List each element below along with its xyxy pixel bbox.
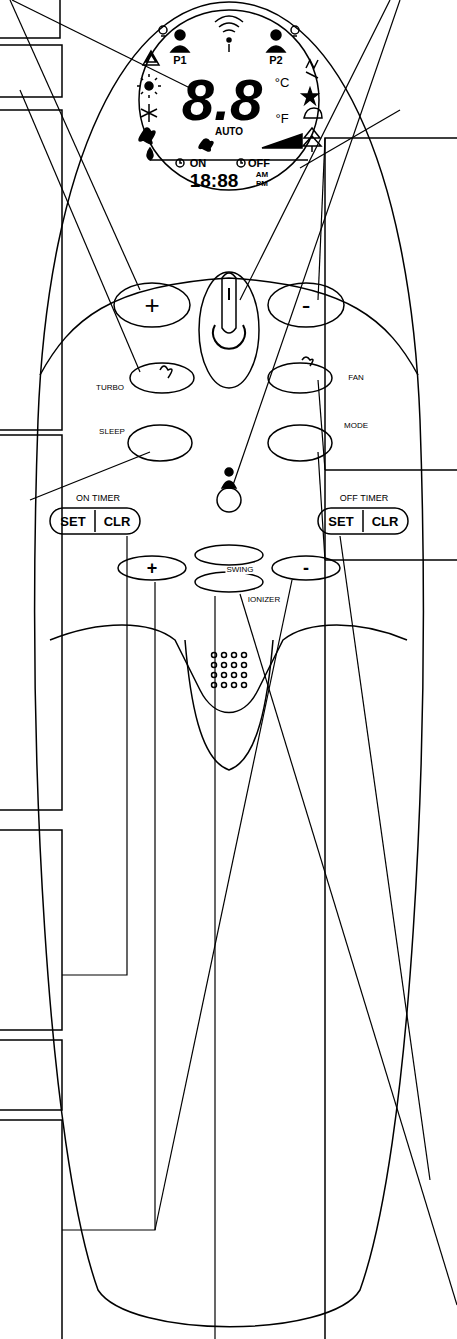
- speaker-hole: [222, 663, 227, 668]
- lcd-indicator: P1: [173, 55, 186, 66]
- button-label: SET: [60, 515, 85, 528]
- buttons: [50, 272, 408, 592]
- lcd-unit: °C: [275, 76, 290, 89]
- button-label: +: [144, 292, 159, 318]
- button-label: SLEEP: [98, 428, 126, 436]
- button-label: +: [147, 559, 158, 577]
- speaker-hole: [242, 653, 247, 658]
- speaker-hole: [212, 653, 217, 658]
- lcd-indicator: OFF: [248, 158, 270, 169]
- speaker-hole: [222, 673, 227, 678]
- button-label: CLR: [104, 515, 131, 528]
- speaker-hole: [212, 673, 217, 678]
- lcd-indicator: AUTO: [215, 127, 243, 137]
- lcd-screen: [139, 10, 319, 190]
- button-label: TURBO: [95, 384, 125, 392]
- button-label: SWING: [225, 566, 254, 574]
- speaker-hole: [232, 673, 237, 678]
- remote-body: [35, 2, 423, 1327]
- button-label: -: [303, 559, 309, 577]
- speaker-hole: [242, 673, 247, 678]
- speaker-hole: [242, 683, 247, 688]
- speaker-hole: [212, 663, 217, 668]
- speaker-hole: [232, 653, 237, 658]
- lcd-clock: 18:88: [190, 171, 239, 190]
- button-label: SET: [328, 515, 353, 528]
- speaker-hole: [222, 683, 227, 688]
- cover-edge: [50, 625, 407, 713]
- lcd-indicator: P2: [269, 55, 282, 66]
- button-label: FAN: [347, 374, 365, 382]
- lcd-indicator: AM: [256, 171, 268, 179]
- speaker-hole: [212, 683, 217, 688]
- button-label: MODE: [343, 422, 369, 430]
- speaker-holes: [212, 653, 247, 688]
- top-cap-edge: [40, 278, 418, 375]
- lcd-indicator: PM: [256, 180, 268, 188]
- lcd-unit: °F: [275, 112, 288, 125]
- button-label: -: [302, 292, 311, 318]
- speaker-hole: [232, 663, 237, 668]
- leader-lines: [10, 0, 457, 1339]
- speaker-hole: [232, 683, 237, 688]
- button-label: IONIZER: [247, 596, 281, 604]
- button-label: ON TIMER: [75, 494, 121, 503]
- speaker-hole: [222, 653, 227, 658]
- lcd-digits: 8.8: [182, 71, 263, 129]
- button-label: OFF TIMER: [339, 494, 389, 503]
- lcd-icons: [137, 16, 322, 167]
- button-label: CLR: [372, 515, 399, 528]
- lcd-indicator: ON: [190, 158, 207, 169]
- speaker-hole: [242, 663, 247, 668]
